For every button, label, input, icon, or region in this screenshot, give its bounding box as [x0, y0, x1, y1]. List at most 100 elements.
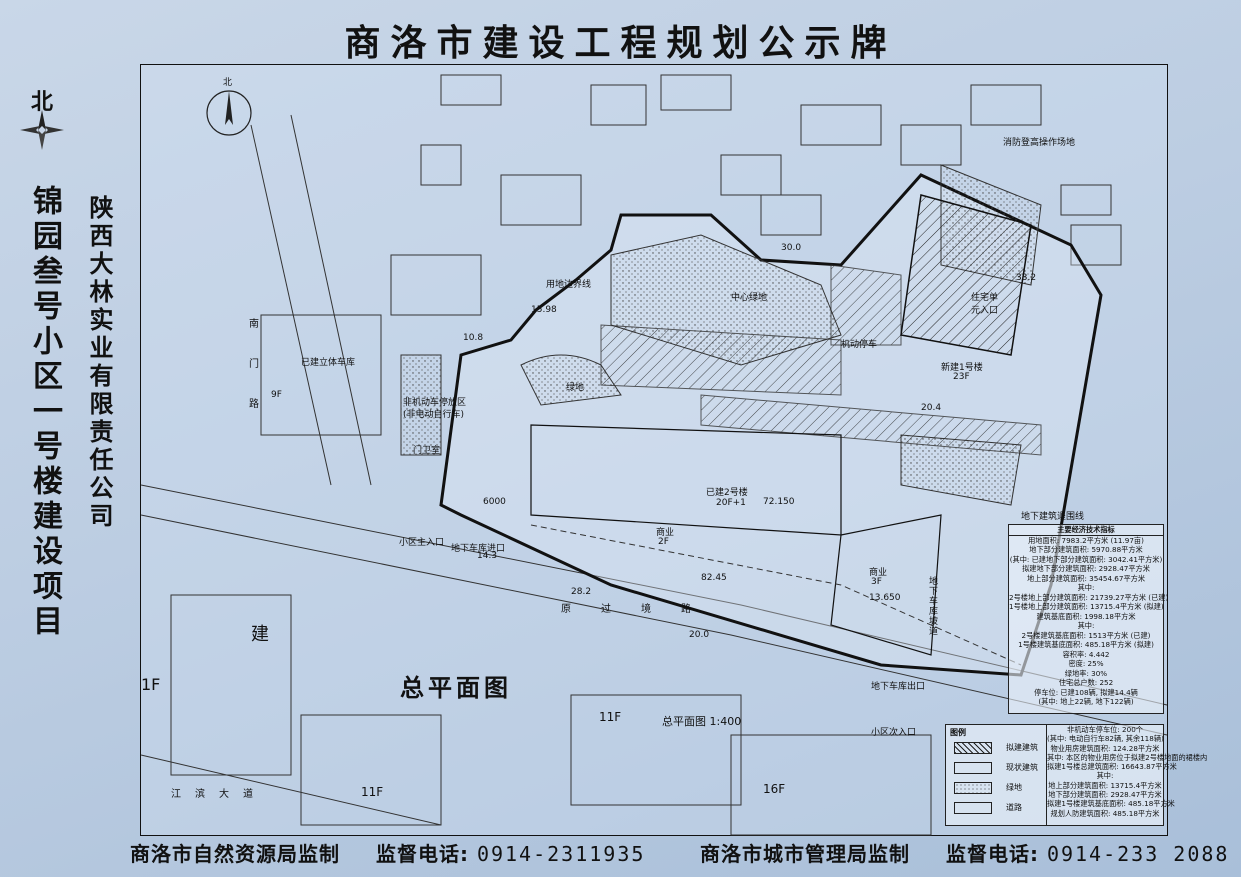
dim-d6: 33.2: [1016, 273, 1037, 283]
footer-right-phone-label: 监督电话:: [945, 842, 1039, 866]
parking-building-floors: 9F: [271, 390, 282, 400]
area-16f: 16F: [763, 782, 786, 796]
stats2-row: 规划人防建筑面积: 485.18平方米: [1050, 808, 1160, 818]
stats-row: (其中: 地上22辆, 地下122辆): [1038, 697, 1134, 706]
road-yuanguo-label: 原过境路: [561, 604, 721, 615]
plan-scale: 总平面图 1:400: [662, 715, 742, 728]
stats2-row: 其中:: [1096, 771, 1114, 781]
nonmotor-area: [400, 354, 442, 456]
stats-row: 拟建地下部分建筑面积: 2928.47平方米: [1022, 564, 1150, 573]
stats-row: 建筑基底面积: 1998.18平方米: [1036, 611, 1136, 621]
stats2-row: 其中: 本区的物业用房位于拟建2号楼地面的裙楼内: [1047, 752, 1208, 762]
stats2-row: 拟建1号楼总建筑面积: 16643.87平方米: [1047, 762, 1177, 772]
site-plan: 北 中心绿地 已建2号楼 20F+1 72.150 商业 2F 商业 3F 13…: [140, 64, 1168, 836]
plan-title: 总平面图: [400, 674, 512, 702]
compass: 北: [14, 84, 70, 164]
green-label: 绿地: [566, 383, 585, 393]
stats-row: 地下部分建筑面积: 5970.88平方米: [1029, 545, 1143, 554]
stats2-row: 非机动车停车位: 200个: [1067, 725, 1143, 734]
legend: 图例 拟建建筑 现状建筑 绿地 道路: [945, 724, 1047, 826]
building2-floors: 20F+1: [716, 498, 746, 508]
footer-left: 商洛市自然资源局监制 监督电话: 0914-2311935: [130, 838, 645, 867]
stats2-row: 物业用房建筑面积: 124.28平方米: [1050, 743, 1160, 753]
dim-d4: 15.98: [531, 305, 557, 315]
legend-item: 绿地: [954, 781, 1044, 795]
secondary-entrance-label: 小区次入口: [871, 728, 917, 738]
company-name: 陕西大林实业有限责任公司: [85, 195, 113, 531]
stats-row: 密度: 25%: [1068, 659, 1104, 668]
blank-swatch-icon: [954, 762, 992, 774]
parking-hatch-2: [700, 394, 1042, 456]
parking-hatch-1: [600, 324, 842, 396]
neighbor-buildings: [170, 74, 1122, 836]
dim-d7: 20.4: [921, 403, 942, 413]
elevation-1: 72.150: [763, 497, 795, 507]
stats-row: 1号楼建筑基底面积: 485.18平方米 (拟建): [1018, 640, 1154, 649]
dim-d8: 6000: [483, 497, 506, 507]
central-green-label: 中心绿地: [731, 293, 768, 303]
entrance-unit-label: 住宅单元入口: [971, 293, 999, 316]
page-title: 商洛市建设工程规划公示牌: [344, 23, 897, 64]
footer-right: 商洛市城市管理局监制 监督电话: 0914-233 2088: [700, 838, 1229, 867]
commercial-2f-label: 商业: [656, 528, 675, 538]
legend-header: 图例: [950, 728, 966, 737]
stats-row: 绿地率: 30%: [1064, 668, 1108, 678]
legend-label: 现状建筑: [1006, 763, 1038, 772]
dim-d3: 20.0: [689, 630, 710, 640]
stats2-row: (其中: 电动自行车82辆, 其余118辆): [1047, 734, 1164, 744]
stats2-row: 拟建1号楼建筑基底面积: 485.18平方米: [1047, 799, 1175, 809]
plan-north-label: 北: [223, 78, 233, 88]
land-line-label: 用地边界线: [546, 280, 592, 290]
area-1f: 1F: [141, 675, 161, 694]
stats-table: 主要经济技术指标 用地面积: 7983.2平方米 (11.97亩) 地下部分建筑…: [1008, 524, 1169, 714]
jian-label: 建: [251, 624, 269, 645]
stats-row: (其中: 已建地下部分建筑面积: 3042.41平方米): [1009, 554, 1163, 564]
commercial-3f-floors: 3F: [871, 577, 882, 587]
footer-right-org: 商洛市城市管理局监制: [700, 842, 910, 866]
commercial-3f: [830, 514, 942, 656]
stats-row: 2号楼地上部分建筑面积: 21739.27平方米 (已建): [1009, 592, 1169, 602]
parking-area-label: 机动停车: [841, 340, 878, 350]
project-name: 锦园叁号小区一号楼建设项目: [27, 185, 62, 640]
parking-hatch-3: [830, 264, 902, 346]
road-nanmen-label: 南门路: [249, 319, 259, 410]
building2-label: 已建2号楼: [706, 488, 748, 498]
nonmotor-label: 非机动车停放区: [403, 398, 467, 408]
garage-exit-label: 地下车库出口: [871, 682, 926, 692]
compass-north-label: 北: [30, 90, 53, 115]
footer-left-phone: 0914-2311935: [476, 842, 646, 866]
footer-left-org: 商洛市自然资源局监制: [130, 842, 340, 866]
legend-item: 现状建筑: [954, 761, 1044, 775]
fire-lane-label: 消防登高操作场地: [1003, 138, 1076, 148]
legend-label: 绿地: [1006, 783, 1022, 792]
garage-ramp-label: 地下车库坡道: [929, 577, 939, 637]
stats2-row: 地上部分建筑面积: 13715.4平方米: [1048, 780, 1162, 790]
dim-d2: 28.2: [571, 587, 592, 597]
new-building-1: [900, 194, 1032, 356]
dim-d10: 10.8: [463, 333, 484, 343]
stats-row: 1号楼地上部分建筑面积: 13715.4平方米 (拟建): [1009, 602, 1164, 611]
dots-swatch-icon: [954, 782, 992, 794]
area-11f-b: 11F: [361, 785, 384, 799]
area-11f-a: 11F: [599, 710, 622, 724]
building1-floors: 23F: [953, 372, 970, 382]
hatch-swatch-icon: [954, 742, 992, 754]
garage-entrance-label: 地下车库进口: [451, 544, 506, 554]
stats-header: 主要经济技术指标: [1009, 525, 1163, 536]
nonmotor-sublabel: (非电动自行车): [403, 410, 465, 420]
footer-right-phone: 0914-233 2088: [1046, 842, 1230, 866]
site-plan-drawing: [140, 74, 1168, 836]
main-entrance-label: 小区主入口: [399, 538, 445, 548]
dim-d9: 14.3: [477, 551, 498, 561]
building1-label: 新建1号楼: [941, 363, 983, 373]
footer-left-phone-label: 监督电话:: [375, 842, 469, 866]
stats-row: 其中:: [1077, 583, 1095, 592]
stats-row: 停车位: 已建108辆, 拟建14.4辆: [1034, 687, 1138, 697]
legend-item: 道路: [954, 801, 1044, 815]
legend-item: 拟建建筑: [954, 741, 1044, 755]
stats2-row: 地下部分建筑面积: 2928.47平方米: [1048, 790, 1162, 800]
guard-room-label: 门卫室: [413, 446, 441, 456]
stats-row: 地上部分建筑面积: 35454.67平方米: [1026, 573, 1146, 583]
commercial-3f-label: 商业: [869, 568, 888, 578]
road-jiangbin-label: 江滨大道: [171, 789, 267, 800]
